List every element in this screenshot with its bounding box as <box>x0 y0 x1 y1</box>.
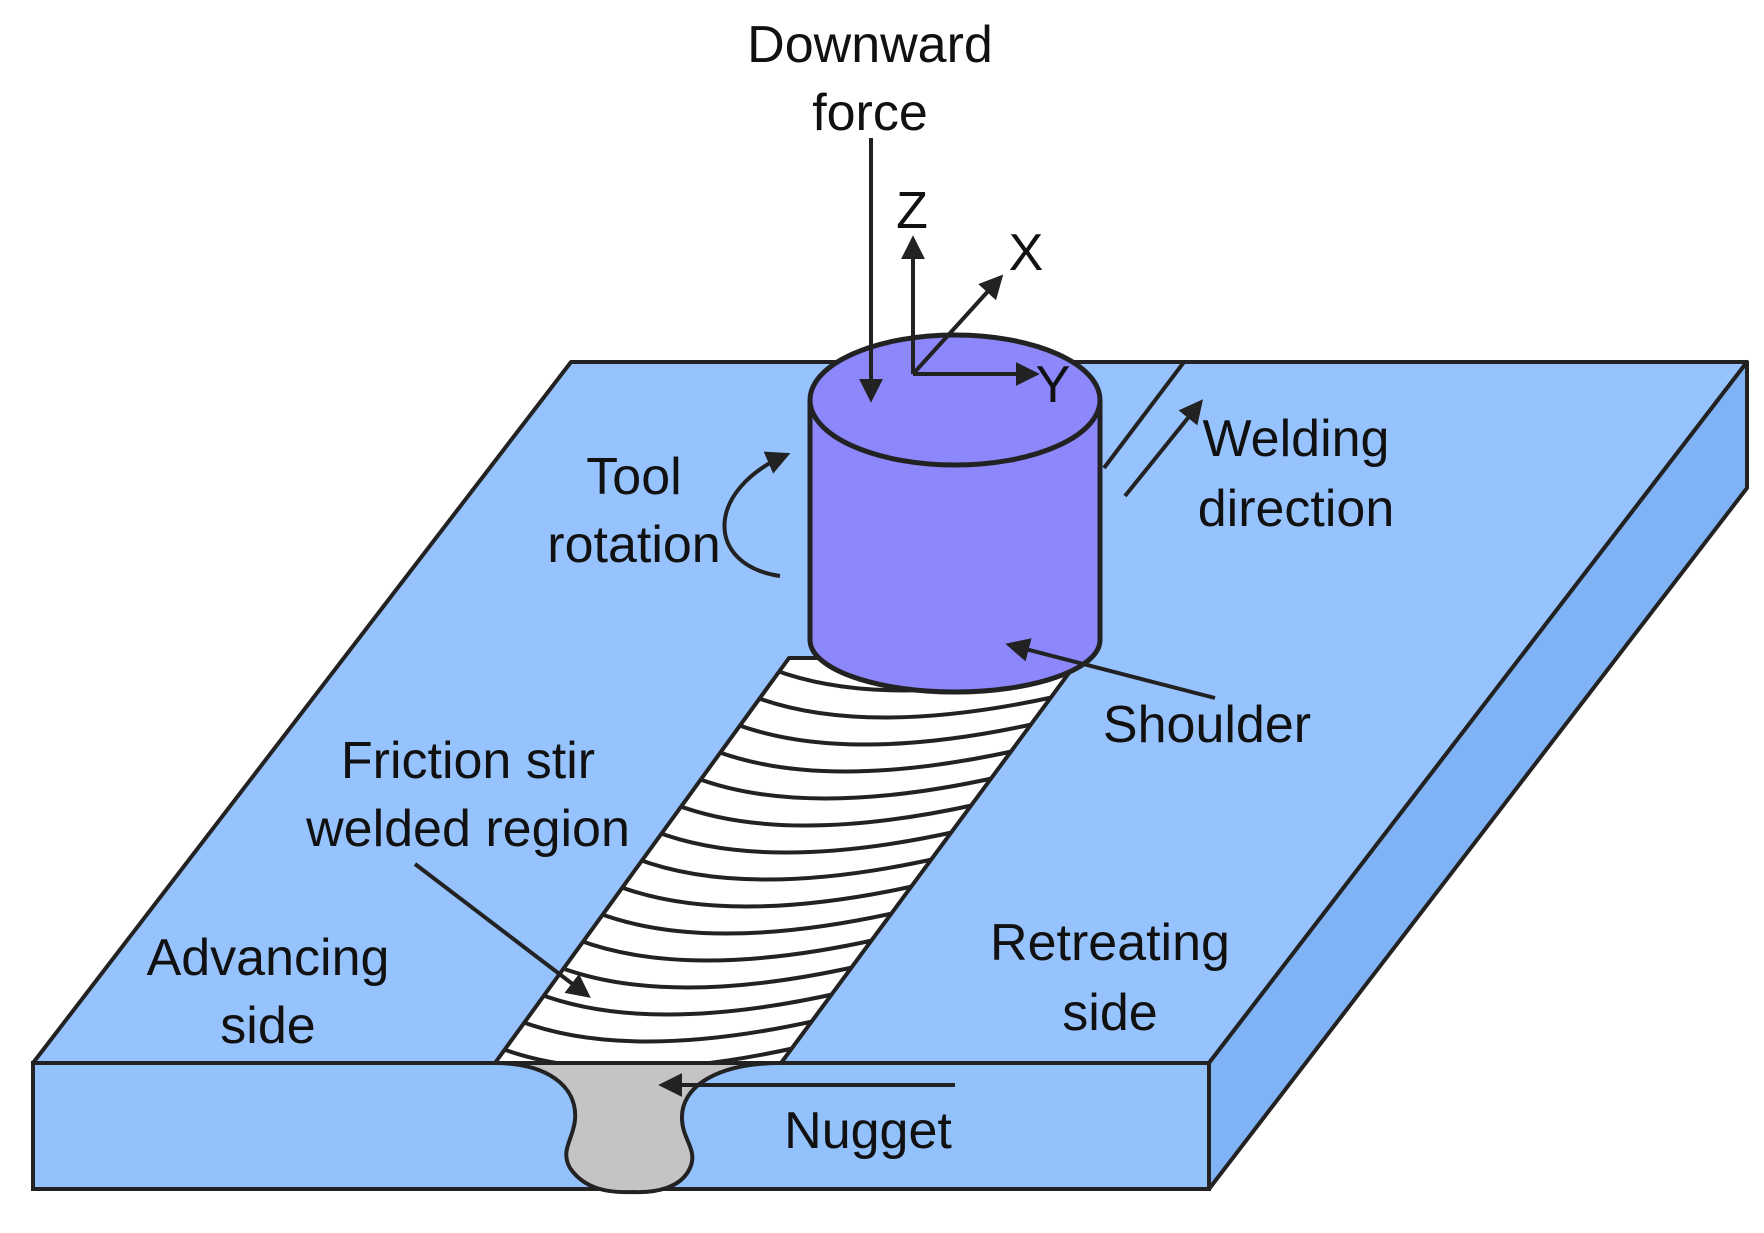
weld-nugget <box>494 1061 782 1195</box>
shoulder-leader-arrow <box>1005 638 1216 700</box>
joint-line <box>1102 360 1186 470</box>
welding-tool <box>807 332 1103 695</box>
weld-ripple-arc <box>517 1018 818 1044</box>
shoulder-label: Shoulder <box>1103 696 1311 754</box>
advancing-side-label-line1: Advancing <box>147 929 390 987</box>
weld-ripple-arc <box>596 910 898 936</box>
weld-ripple-arc <box>635 856 937 882</box>
tool-rotation-arrow <box>722 451 791 578</box>
weld-ripple-arc <box>615 883 917 909</box>
friction-stir-label-line1: Friction stir <box>341 732 595 790</box>
welding-direction-label-line2: direction <box>1198 480 1395 538</box>
weld-ripple-arc <box>654 829 957 855</box>
downward-force-label-line2: force <box>812 84 928 142</box>
retreating-side-label-line2: side <box>1062 984 1157 1042</box>
weld-ripple-arc <box>694 775 997 801</box>
axis-z-label: Z <box>896 182 928 240</box>
axis-x-label: X <box>1009 224 1044 282</box>
friction-stir-label-line2: welded region <box>305 800 630 858</box>
retreating-side-label-line1: Retreating <box>990 914 1230 972</box>
tool-rotation-label-line2: rotation <box>547 516 720 574</box>
weld-ripple-arc <box>674 802 977 828</box>
weld-ripple-arc <box>713 748 1017 774</box>
advancing-side-label-line2: side <box>220 997 315 1055</box>
tool-shoulder-body <box>807 400 1103 695</box>
weld-ripple-arc <box>537 991 838 1017</box>
nugget-label: Nugget <box>784 1102 952 1160</box>
tool-rotation-label-line1: Tool <box>586 448 681 506</box>
axis-x-arrow <box>911 274 1004 376</box>
welded-region-leader-arrow <box>413 862 591 998</box>
axis-y-label: Y <box>1036 356 1071 414</box>
weld-ripple-arc <box>752 694 1057 720</box>
downward-force-label-line1: Downward <box>747 16 993 74</box>
welding-direction-arrow <box>1123 399 1204 498</box>
coordinate-axes <box>901 235 1040 386</box>
weld-ripple-arc <box>498 1045 798 1063</box>
weld-ripple-arc <box>576 937 878 963</box>
weld-ripple-arc <box>733 721 1037 747</box>
welding-direction-label-line1: Welding <box>1203 410 1390 468</box>
